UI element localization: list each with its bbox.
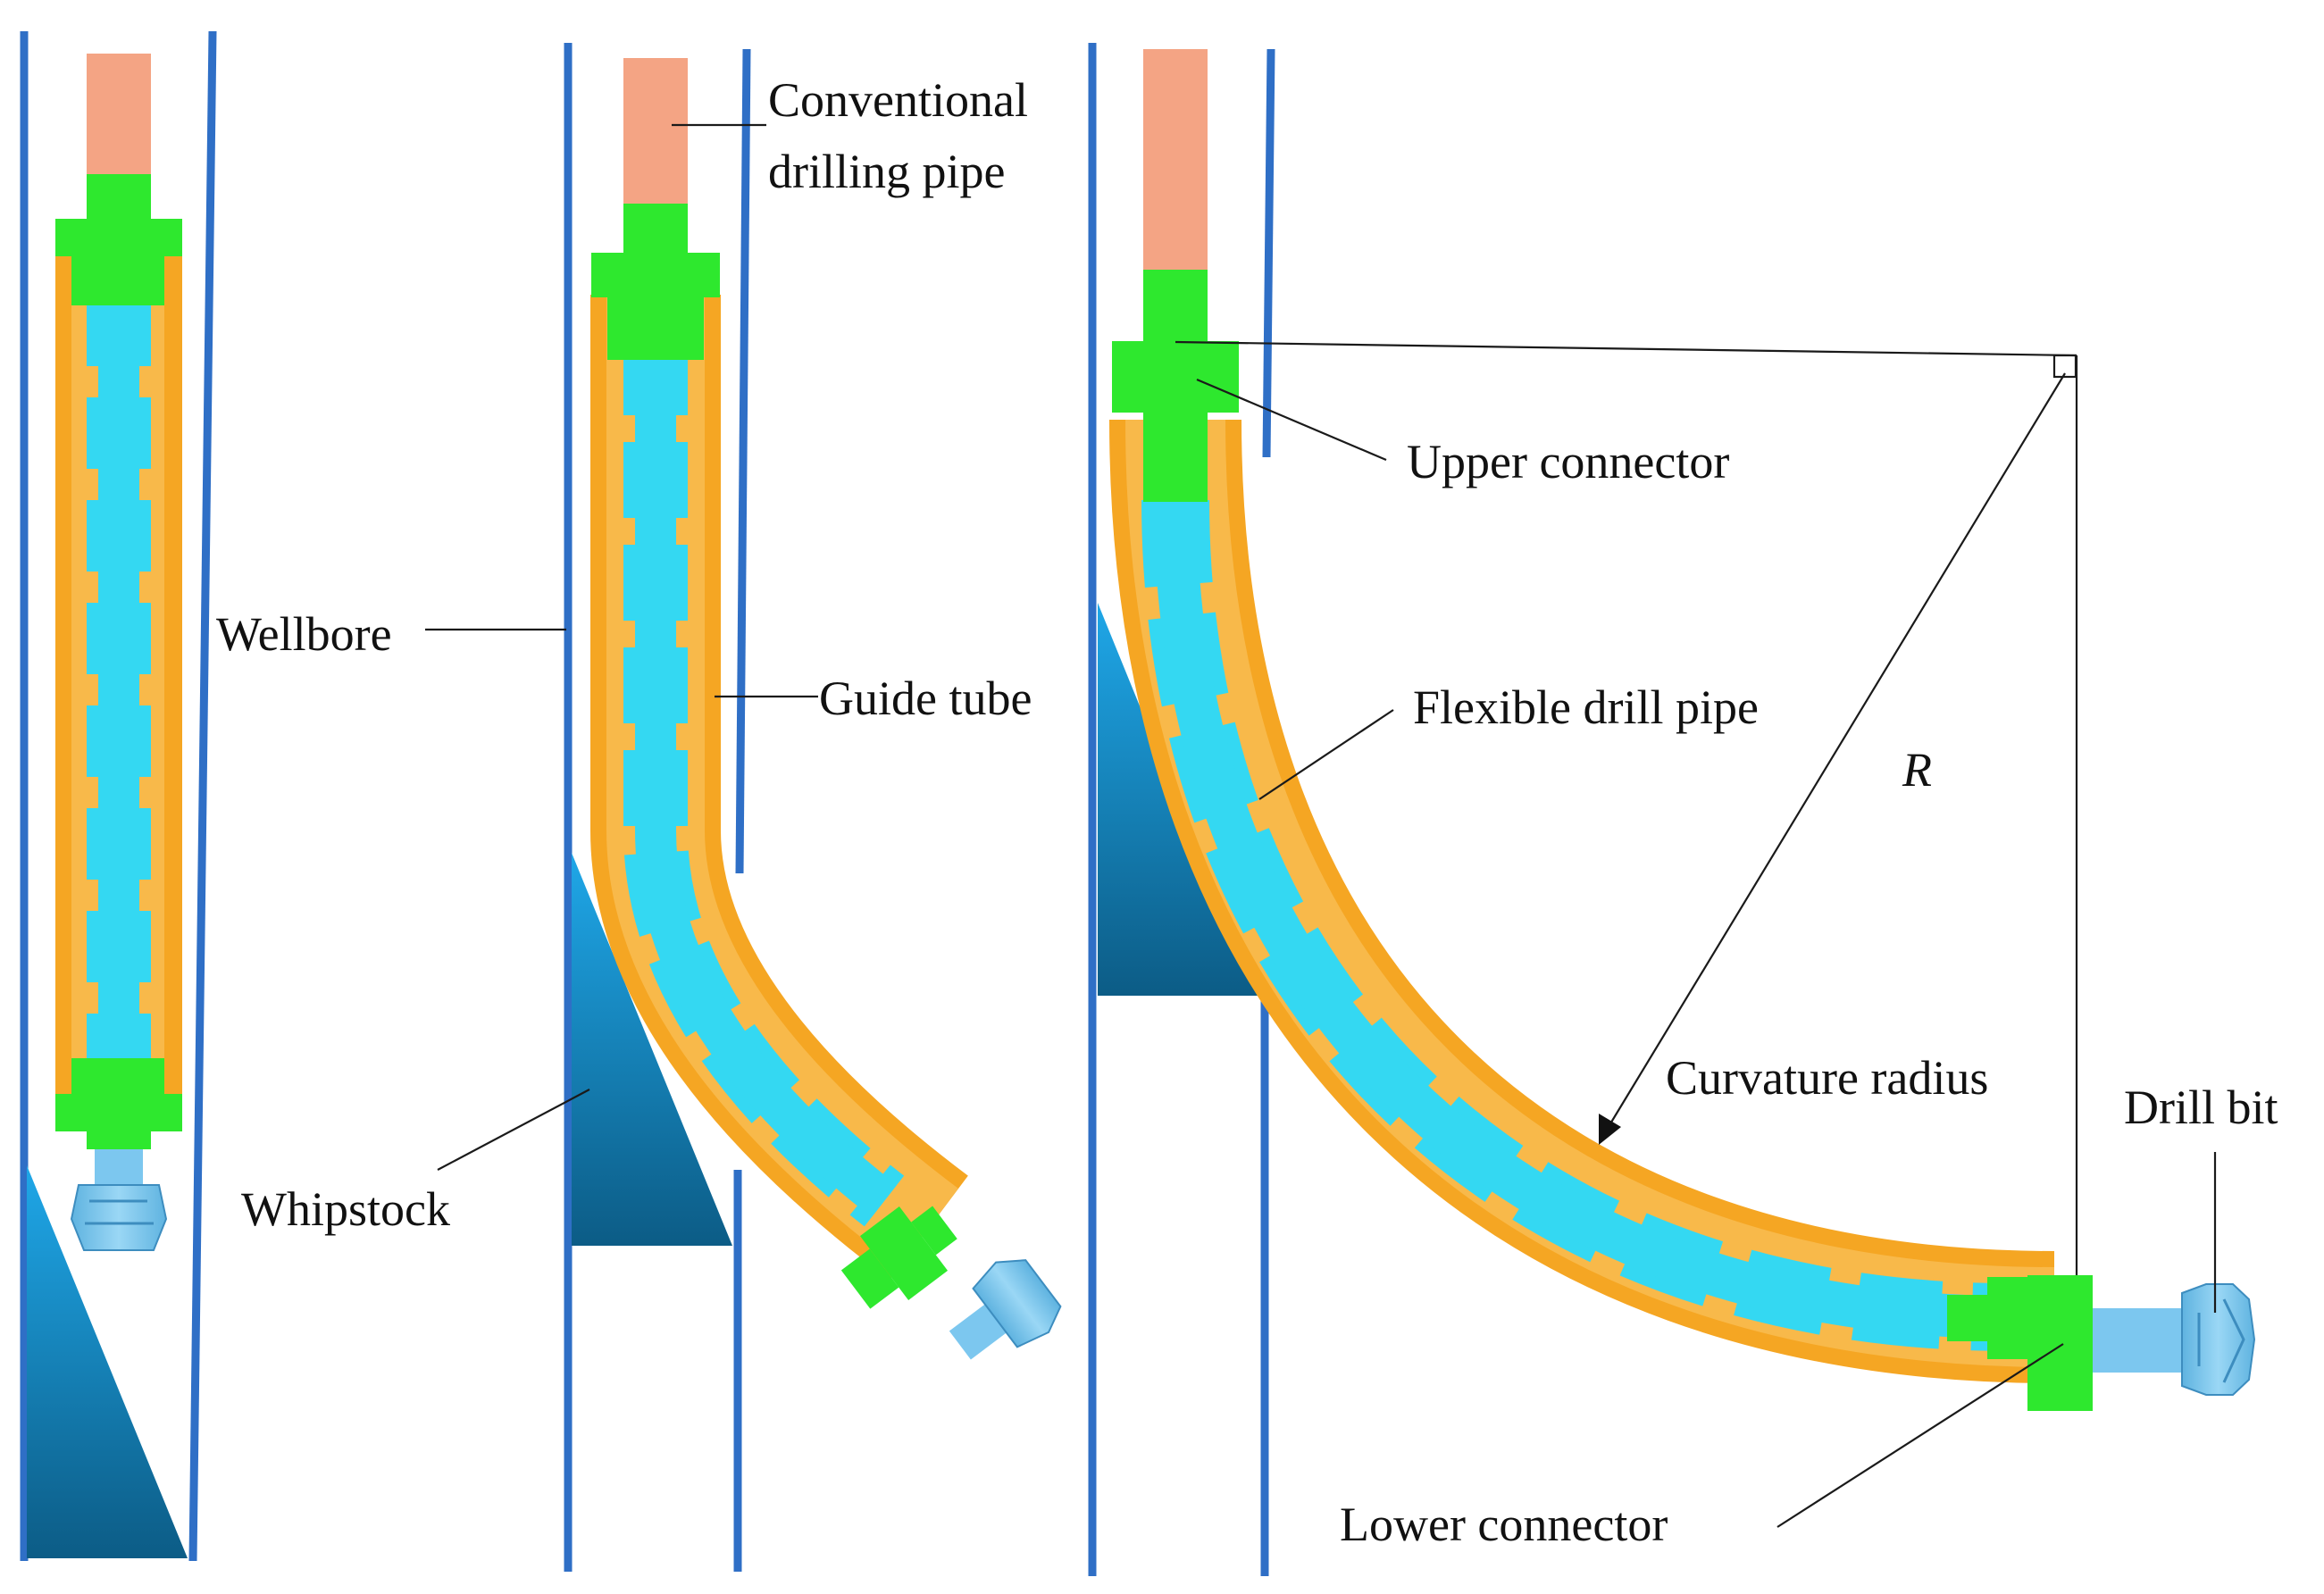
- conventional-drilling-pipe: [623, 58, 688, 205]
- whipstock: [572, 853, 732, 1246]
- lower-connector: [1947, 1275, 2093, 1411]
- label-conventional-line1: Conventional: [768, 73, 1028, 127]
- label-r-symbol: R: [1902, 743, 1932, 797]
- upper-connector: [1112, 270, 1239, 502]
- upper-connector-leader: [1196, 378, 1387, 462]
- stage-1-initial: [20, 30, 217, 1562]
- flexible-drill-pipe: [87, 304, 151, 1058]
- whipstock: [27, 1165, 188, 1558]
- radius-top-line: [1175, 340, 2077, 357]
- flexible-drill-pipe-core: [635, 339, 898, 1218]
- drill-bit: [949, 1259, 1062, 1360]
- guide-tube-wall-upper: [735, 48, 751, 874]
- drill-bit: [2093, 1283, 2256, 1396]
- label-flexible-drill-pipe: Flexible drill pipe: [1413, 680, 1759, 734]
- stage-2-deflecting: [564, 43, 1062, 1572]
- labels: Conventional drilling pipe Wellbore Guid…: [216, 73, 2278, 1551]
- conventional-drilling-pipe: [1143, 49, 1208, 272]
- leader-lines: [425, 123, 2217, 1528]
- flexible-drill-pipe-core: [1154, 499, 2011, 1339]
- drill-bit: [70, 1149, 168, 1251]
- radius-arrowhead: [1599, 1114, 1621, 1145]
- guide-tube-inner: [1125, 419, 2055, 1367]
- right-angle-marker: [2052, 354, 2077, 379]
- stage-3-curved: [1088, 43, 2256, 1576]
- lower-connector-leader: [1776, 1343, 2064, 1528]
- label-conventional-line2: drilling pipe: [768, 145, 1005, 198]
- upper-connector: [591, 204, 720, 360]
- curvature-radius-construction: [1175, 340, 2078, 1275]
- wellbore-right-wall: [188, 30, 217, 1562]
- radius-arrow: [1609, 372, 2066, 1126]
- whipstock-leader: [437, 1089, 590, 1171]
- label-lower-connector: Lower connector: [1340, 1498, 1668, 1551]
- label-whipstock: Whipstock: [241, 1182, 450, 1236]
- label-wellbore: Wellbore: [216, 607, 392, 661]
- label-upper-connector: Upper connector: [1407, 435, 1729, 488]
- lower-connector: [840, 1206, 957, 1309]
- lower-connector: [55, 1058, 182, 1149]
- label-curvature-radius: Curvature radius: [1666, 1051, 1988, 1105]
- upper-connector: [55, 174, 182, 305]
- guide-tube-wall-upper: [1262, 48, 1275, 458]
- label-drill-bit: Drill bit: [2124, 1081, 2278, 1134]
- flexible-pipe-leader: [1258, 709, 1394, 800]
- conventional-drilling-pipe: [87, 54, 151, 174]
- label-guide-tube: Guide tube: [819, 672, 1032, 725]
